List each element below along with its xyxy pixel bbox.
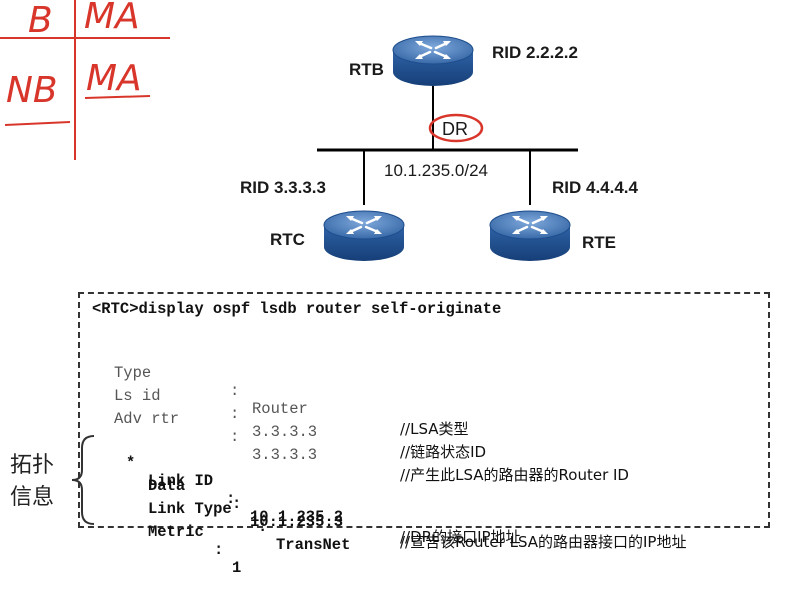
network-topology-diagram: B MA NB MA DR RTB RID 2.2.2.2 RID 3.3.3.…	[0, 0, 639, 263]
router-rtc-icon	[322, 209, 406, 263]
cli-row-advrtr: Adv rtr : 3.3.3.3 //产生此LSA的路由器的Router ID	[114, 410, 629, 484]
dr-circle	[428, 113, 484, 143]
topology-info-label: 拓扑 信息	[10, 450, 66, 514]
rtc-rid: RID 3.3.3.3	[240, 178, 326, 197]
side-label-line2: 信息	[10, 485, 55, 510]
rtb-name: RTB	[349, 60, 384, 79]
rte-rid: RID 4.4.4.4	[552, 178, 639, 197]
rtc-name: RTC	[270, 230, 305, 249]
handwriting-ma-2: MA	[86, 58, 142, 99]
cli-row-lsid: Ls id : 3.3.3.3 //链路状态ID	[114, 387, 487, 461]
cli-command: <RTC>display ospf lsdb router self-origi…	[92, 300, 502, 318]
side-label-line1: 拓扑	[10, 453, 55, 478]
cli-row-type: Type : Router //LSA类型	[114, 364, 469, 438]
rtb-rid: RID 2.2.2.2	[492, 43, 578, 62]
handwriting-ma-1: MA	[84, 0, 140, 37]
handwriting-nb: NB	[6, 70, 58, 111]
rte-name: RTE	[582, 233, 616, 252]
brace-icon	[71, 435, 95, 525]
cli-output-box: <RTC>display ospf lsdb router self-origi…	[78, 292, 770, 577]
handwriting-b: B	[28, 0, 53, 41]
dr-label: DR	[442, 119, 468, 139]
router-rte-icon	[488, 209, 572, 263]
router-rtb-icon	[391, 34, 475, 88]
subnet-label: 10.1.235.0/24	[384, 161, 488, 180]
handwritten-notes: B MA NB MA	[0, 0, 170, 160]
